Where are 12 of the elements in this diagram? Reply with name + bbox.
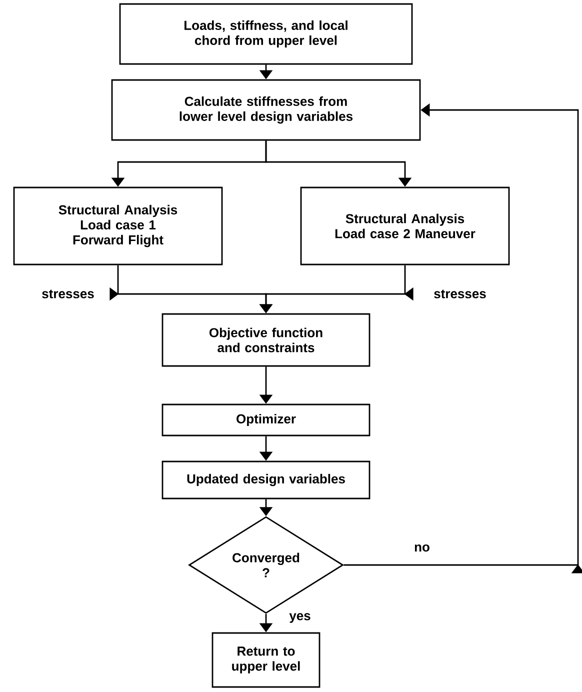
edge-label: stresses	[434, 290, 486, 298]
edge-label: stresses	[42, 290, 94, 298]
process-box: Updated design variables	[162, 460, 370, 500]
process-box: Calculate stiffnesses from lower level design variables	[111, 79, 421, 141]
edge-label: no	[414, 544, 430, 552]
process-box: Loads, stiffness, and local chord from upper level	[119, 3, 413, 65]
process-box: Optimizer	[162, 404, 370, 436]
process-box: Objective function and constraints	[162, 313, 370, 367]
process-box: Structural Analysis Load case 2 Maneuver	[300, 186, 510, 266]
process-box: Structural Analysis Load case 1 Forward Flight	[13, 186, 223, 266]
edge-label: yes	[289, 613, 310, 623]
process-box: Return to upper level	[212, 632, 320, 688]
